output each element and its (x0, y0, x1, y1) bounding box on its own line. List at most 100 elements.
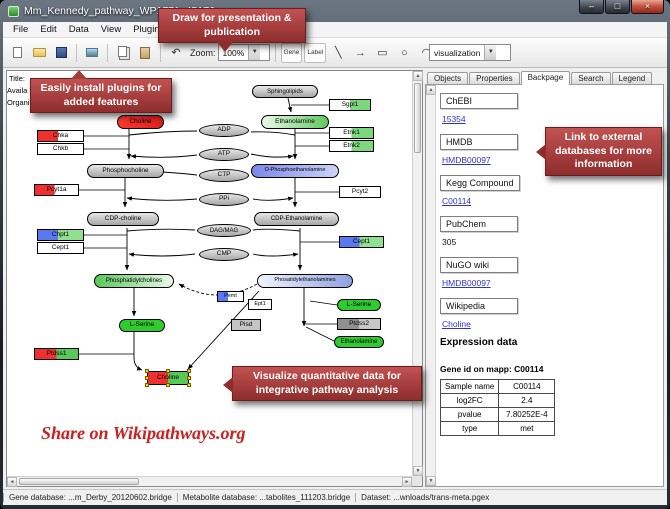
scroll-up-icon[interactable]: ▲ (426, 85, 436, 95)
pathway-node-cept1[interactable]: Cept1 (37, 242, 84, 254)
pathway-node-chkb[interactable]: Chkb (37, 143, 84, 155)
pathway-node-l-serine[interactable]: L-Serine (119, 319, 165, 332)
pathway-node-atp[interactable]: ATP (199, 148, 249, 161)
toolbar-separator (274, 43, 276, 62)
close-button[interactable]: × (631, 0, 664, 14)
selection-handle[interactable] (166, 369, 170, 373)
scroll-up-icon[interactable]: ▲ (413, 71, 423, 81)
pathway-node-ethanolamine[interactable]: Ethanolamine (261, 115, 329, 129)
visualization-combobox[interactable]: visualization ▼ (429, 44, 511, 61)
pathway-node-pcyt1a[interactable]: Pcyt1a (34, 184, 79, 196)
pathway-node-chpt1[interactable]: Chpt1 (37, 229, 84, 241)
pathway-node-chka[interactable]: Chka (37, 130, 84, 142)
tab-properties[interactable]: Properties (469, 72, 520, 85)
expression-table-cell: Sample name (439, 379, 500, 394)
minimize-button[interactable]: – (579, 0, 604, 14)
scrollbar-thumb[interactable] (414, 83, 421, 153)
oval-tool[interactable]: ○ (401, 46, 408, 59)
scroll-down-icon[interactable]: ▼ (426, 476, 436, 486)
copy-button[interactable] (113, 43, 133, 63)
title-bar[interactable]: Mm_Kennedy_pathway_WP1771_45176.gp... – … (0, 0, 670, 22)
tab-backpage[interactable]: Backpage (520, 71, 571, 85)
arc-tool[interactable]: ◠ (421, 47, 432, 59)
datanode-tool[interactable]: Gene (280, 42, 303, 63)
backpage-scrollbar[interactable]: ▲ ▼ (426, 85, 436, 486)
pathway-node-ppi[interactable]: PPi (199, 193, 249, 206)
tab-legend[interactable]: Legend (611, 72, 653, 85)
pathway-node-pcyt2[interactable]: Pcyt2 (339, 186, 381, 198)
pathway-node-cdp-ethanolamine[interactable]: CDP-Ethanolamine (254, 212, 339, 226)
selection-handle[interactable] (145, 376, 149, 380)
pathway-node-cdp-choline[interactable]: CDP-choline (87, 212, 159, 226)
paste-button[interactable] (135, 43, 155, 63)
pathway-info-title: Title: (9, 74, 25, 83)
tab-search[interactable]: Search (571, 72, 611, 85)
pathway-node-ctp[interactable]: CTP (199, 169, 249, 182)
gene-id-label: Gene id on mapp: C00114 (440, 364, 544, 374)
pathway-node-pisd[interactable]: Pisd (231, 319, 261, 331)
pathway-node-sphingolipids[interactable]: Sphingolipids (252, 85, 318, 98)
pathway-node-cept1[interactable]: Cept1 (339, 236, 384, 248)
pathway-node-etnk1[interactable]: Etnk1 (329, 127, 374, 139)
status-bar: Gene database: ...m_Derby_20120602.bridg… (3, 489, 667, 505)
pathway-node-etnk2[interactable]: Etnk2 (329, 140, 374, 152)
new-button[interactable] (7, 43, 27, 63)
rect-tool[interactable]: ▭ (377, 47, 388, 59)
selection-handle[interactable] (145, 383, 149, 387)
menu-item-edit[interactable]: Edit (40, 24, 57, 35)
arrow-tool[interactable]: → (354, 46, 366, 59)
pathway-node-phosatidylethanolamines[interactable]: Phosatidylethanolamines (257, 274, 353, 288)
pathway-node-dag-mag[interactable]: DAG/MAG (197, 224, 251, 237)
expression-table-cell: met (498, 421, 556, 436)
selection-handle[interactable] (187, 376, 191, 380)
expression-table-cell: C00114 (498, 379, 556, 394)
chevron-down-icon[interactable]: ▼ (248, 45, 261, 60)
pathway-node-ptdss2[interactable]: Ptdss2 (337, 318, 381, 330)
export-image-button[interactable] (82, 43, 102, 63)
menu-item-data[interactable]: Data (68, 24, 89, 35)
selection-handle[interactable] (187, 369, 191, 373)
label-tool[interactable]: Label (304, 42, 327, 63)
pathway-node-choline[interactable]: Choline (117, 115, 164, 129)
canvas-horizontal-scrollbar[interactable]: ◄ ► (7, 476, 412, 487)
pathway-node-ept1[interactable]: Ept1 (248, 299, 272, 310)
pathway-node-cmp[interactable]: CMP (199, 248, 249, 261)
maximize-button[interactable]: □ (605, 0, 630, 14)
pathway-node-adp[interactable]: ADP (199, 124, 249, 137)
scrollbar-thumb[interactable] (19, 478, 139, 485)
pathway-node-o-phosphoethanolamine[interactable]: O-Phosphoethanolamine (251, 164, 339, 178)
database-id-link[interactable]: Choline (442, 319, 471, 329)
menu-item-view[interactable]: View (100, 24, 122, 35)
selection-handle[interactable] (166, 383, 170, 387)
pathway-node-ptdss1[interactable]: Ptdss1 (34, 348, 79, 360)
pathway-node-choline[interactable]: Choline (145, 369, 191, 387)
pathway-node-phosphatidylcholines[interactable]: Phosphatidylcholines (94, 274, 174, 288)
pathway-node-sgpl1[interactable]: Sgpl1 (329, 99, 371, 111)
line-tool[interactable]: ╲ (335, 47, 342, 59)
scroll-down-icon[interactable]: ▼ (413, 466, 423, 476)
database-id-link[interactable]: HMDB00097 (442, 278, 491, 288)
chevron-down-icon[interactable]: ▼ (484, 45, 497, 60)
menu-item-plugins[interactable]: Plugins (133, 24, 165, 35)
app-icon (8, 5, 19, 17)
selection-handle[interactable] (187, 383, 191, 387)
canvas-vertical-scrollbar[interactable]: ▲ ▼ (412, 71, 423, 476)
selection-handle[interactable] (145, 369, 149, 373)
pathway-node-phosphocholine[interactable]: Phosphocholine (87, 164, 164, 178)
undo-button[interactable]: ↶ (171, 47, 181, 59)
database-id-link[interactable]: C00114 (442, 196, 472, 206)
scroll-left-icon[interactable]: ◄ (7, 477, 17, 487)
pathway-node-ethanolamine[interactable]: Ethanolamine (334, 336, 384, 348)
callout-external-databases: Link to external databases for more info… (536, 127, 662, 176)
pathway-canvas[interactable]: Title: Availa Organi Share on Wikipathwa… (7, 71, 412, 476)
pathway-node-l-serine[interactable]: L-Serine (337, 299, 381, 311)
menu-item-file[interactable]: File (13, 24, 29, 35)
save-button[interactable] (51, 43, 71, 63)
database-id-link[interactable]: 15354 (442, 114, 466, 124)
open-button[interactable] (29, 43, 49, 63)
database-id-link[interactable]: HMDB00097 (442, 155, 491, 165)
scroll-right-icon[interactable]: ► (402, 477, 412, 487)
pathway-node-pemt[interactable]: Pemt (217, 291, 244, 302)
tab-objects[interactable]: Objects (427, 72, 469, 85)
